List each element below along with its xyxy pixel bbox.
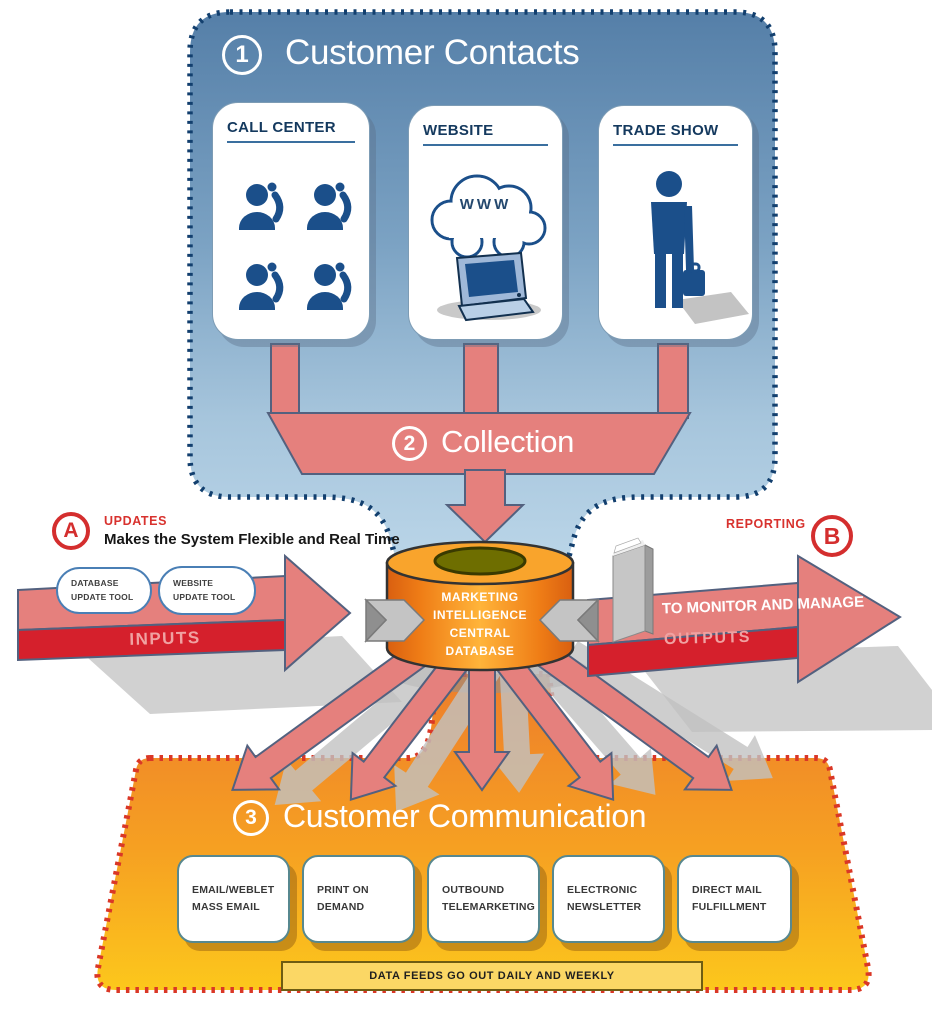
updates-description: Makes the System Flexible and Real Time [104, 531, 400, 548]
comm-card-telemarketing: OUTBOUND TELEMARKETING [427, 855, 540, 943]
comm-card-line: OUTBOUND [442, 884, 505, 897]
section1-title: Customer Contacts [285, 33, 580, 72]
call-center-icon [213, 165, 371, 333]
reporting-badge: B [811, 515, 853, 557]
outputs-label: OUTPUTS [663, 628, 752, 649]
inputs-label: INPUTS [129, 628, 201, 649]
comm-card-newsletter: ELECTRONIC NEWSLETTER [552, 855, 665, 943]
website-update-tool-pill: WEBSITE UPDATE TOOL [158, 566, 256, 615]
database-update-tool-pill: DATABASE UPDATE TOOL [56, 567, 152, 614]
cylinder-side-chevrons [364, 598, 600, 643]
report-book-icon [612, 537, 654, 643]
data-feeds-text: DATA FEEDS GO OUT DAILY AND WEEKLY [369, 970, 615, 982]
comm-card-line: PRINT ON [317, 884, 369, 897]
db-line: MARKETING [441, 590, 519, 604]
card-call-center-title: CALL CENTER [227, 119, 355, 143]
pill-line: WEBSITE [173, 578, 214, 589]
data-feeds-bar: DATA FEEDS GO OUT DAILY AND WEEKLY [281, 961, 703, 991]
comm-card-print-on-demand: PRINT ON DEMAND [302, 855, 415, 943]
website-icon [430, 174, 547, 322]
comm-card-line: EMAIL/WEBLET [192, 884, 275, 897]
pill-line: DATABASE [71, 578, 119, 589]
section2-title: Collection [441, 424, 575, 459]
updates-badge: A [52, 512, 90, 550]
card-trade-show-title: TRADE SHOW [613, 122, 738, 146]
central-database-label: MARKETING INTELLIGENCE CENTRAL DATABASE [395, 588, 565, 660]
comm-card-line: NEWSLETTER [567, 901, 642, 913]
outputs-arrow-shadow [632, 646, 932, 732]
reporting-label: REPORTING [726, 517, 806, 531]
comm-card-line: FULFILLMENT [692, 901, 767, 913]
section3-number-badge: 3 [233, 800, 269, 836]
section2-number-badge: 2 [392, 426, 427, 461]
www-cloud-text: WWW [459, 196, 512, 213]
card-website-title: WEBSITE [423, 122, 548, 146]
section3-title: Customer Communication [283, 798, 647, 834]
comm-card-mass-email: EMAIL/WEBLET MASS EMAIL [177, 855, 290, 943]
comm-card-line: DIRECT MAIL [692, 884, 762, 897]
comm-card-direct-mail: DIRECT MAIL FULFILLMENT [677, 855, 792, 943]
trade-show-person-icon [651, 171, 749, 324]
card-call-center: CALL CENTER [212, 102, 370, 340]
comm-card-line: DEMAND [317, 901, 365, 913]
db-line: DATABASE [445, 644, 515, 658]
card-website: WEBSITE [408, 105, 563, 340]
section1-number-badge: 1 [222, 35, 262, 75]
comm-card-line: TELEMARKETING [442, 901, 536, 913]
collection-banner [266, 343, 692, 544]
card-trade-show: TRADE SHOW [598, 105, 753, 340]
db-line: INTELLIGENCE [432, 608, 527, 622]
db-line: CENTRAL [449, 626, 511, 640]
comm-card-line: ELECTRONIC [567, 884, 638, 897]
comm-card-line: MASS EMAIL [192, 901, 260, 913]
pill-line: UPDATE TOOL [173, 591, 236, 602]
pill-line: UPDATE TOOL [71, 591, 134, 602]
central-database-cylinder [385, 540, 575, 672]
updates-label: UPDATES [104, 514, 168, 528]
